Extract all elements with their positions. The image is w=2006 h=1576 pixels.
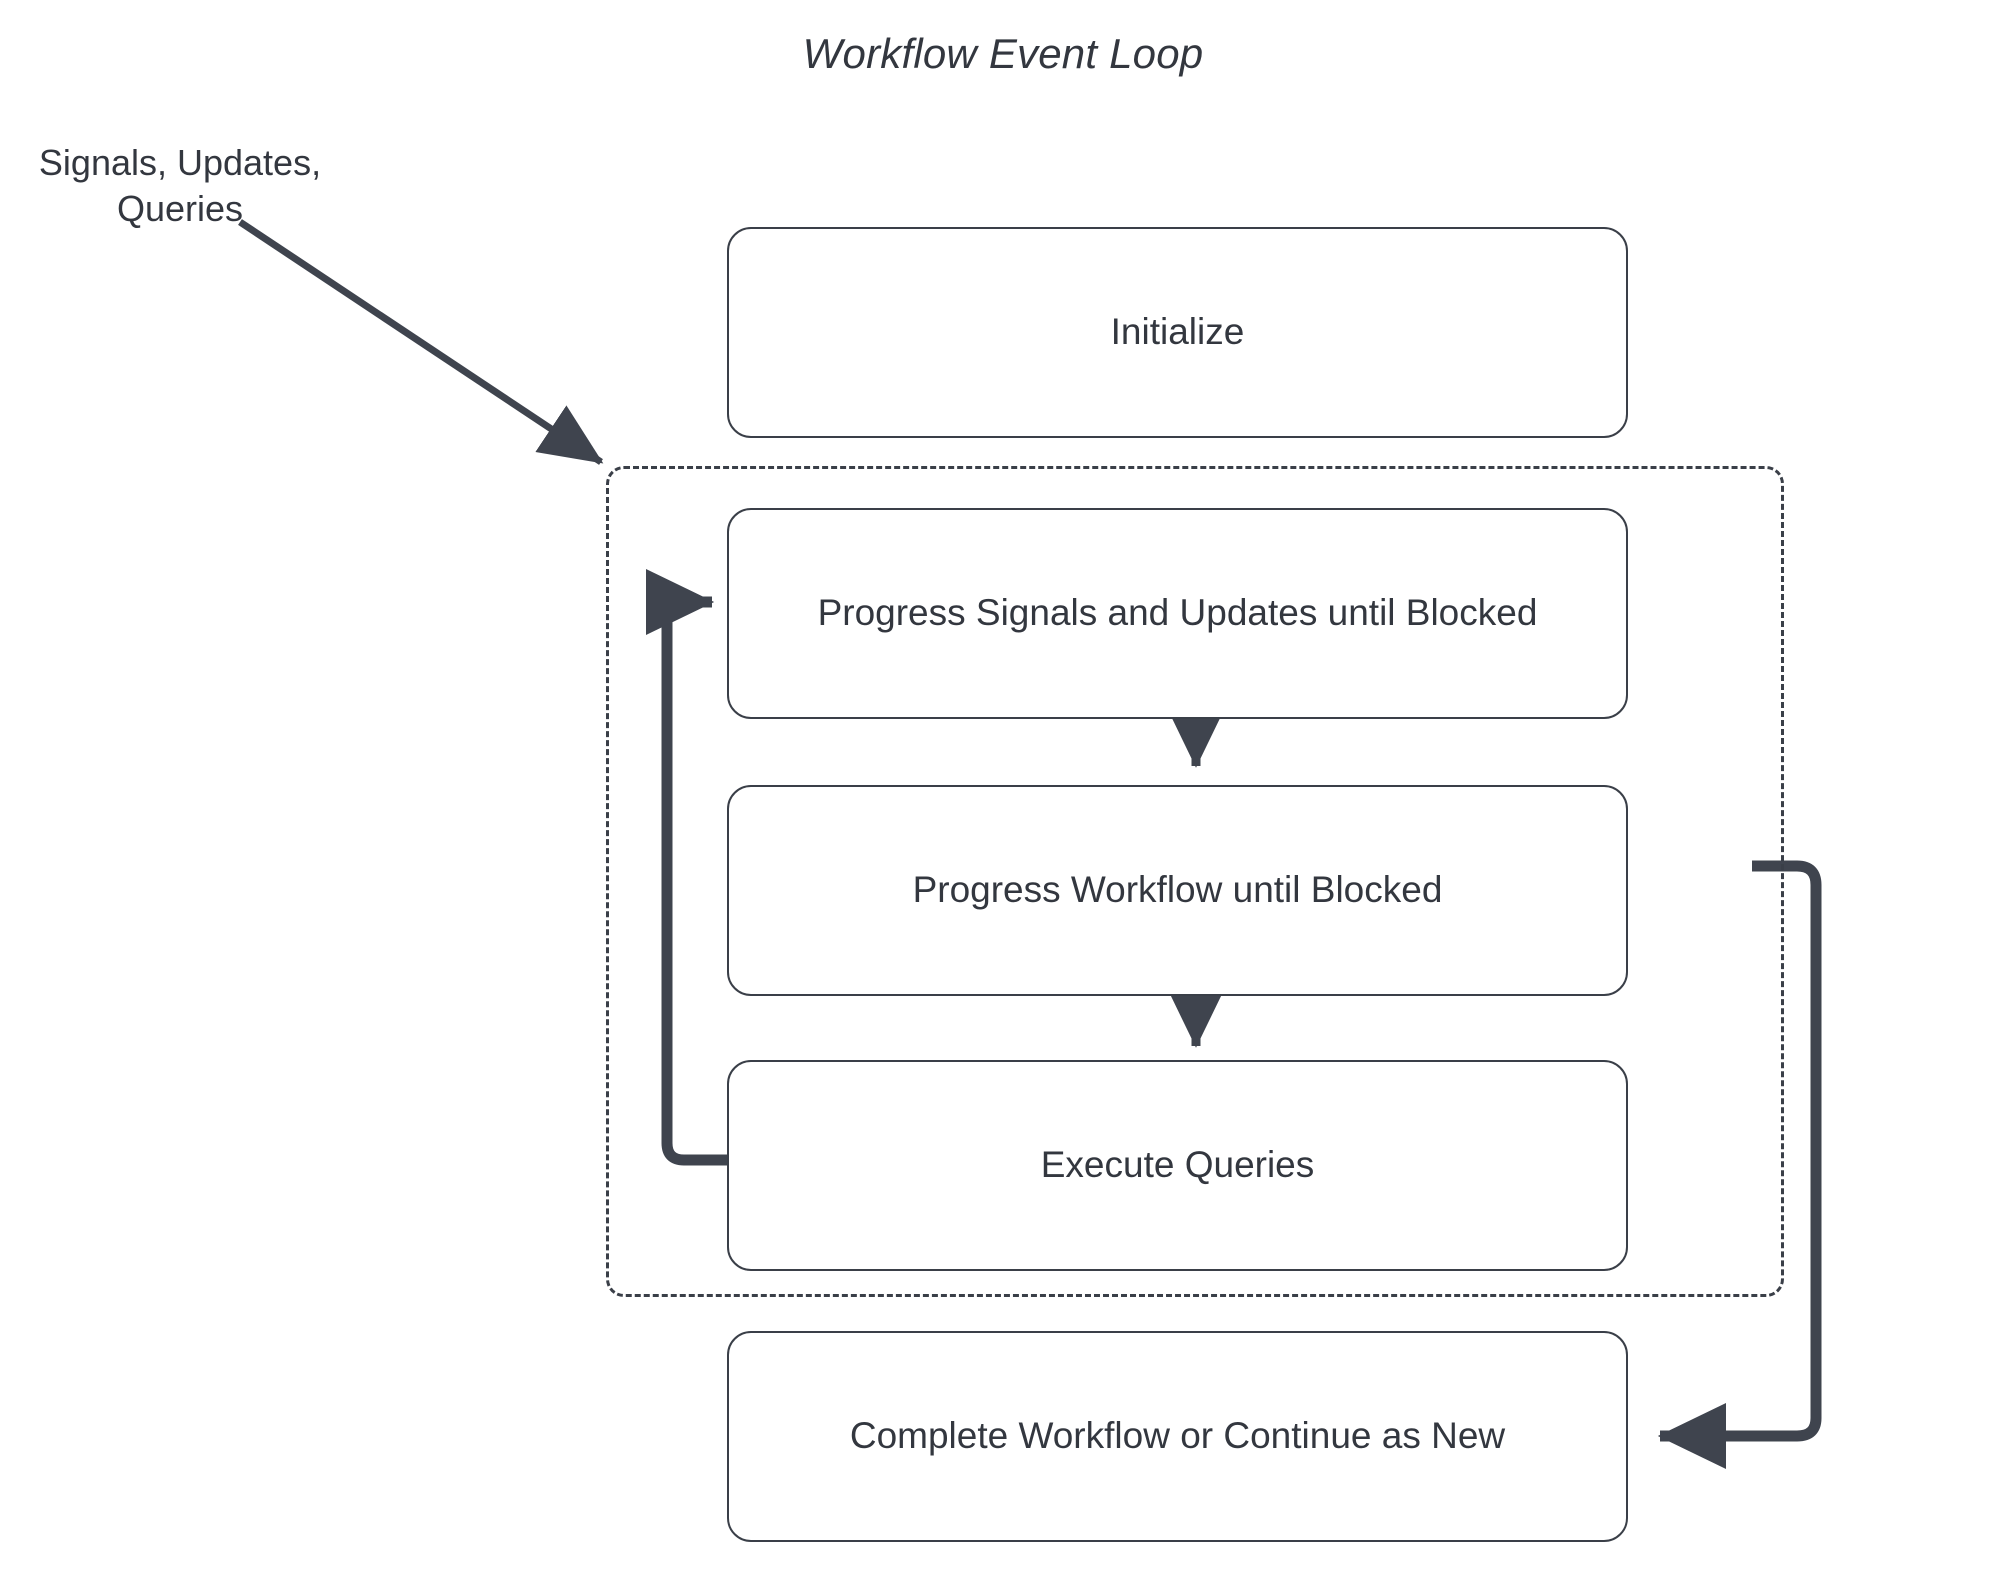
node-complete-workflow-label: Complete Workflow or Continue as New — [849, 1415, 1506, 1457]
external-input-label: Signals, Updates, Queries — [38, 142, 322, 229]
node-progress-workflow-label: Progress Workflow until Blocked — [912, 869, 1443, 911]
node-progress-workflow[interactable]: Progress Workflow until Blocked — [727, 785, 1628, 996]
node-complete-workflow[interactable]: Complete Workflow or Continue as New — [727, 1331, 1628, 1542]
node-progress-signals-updates[interactable]: Progress Signals and Updates until Block… — [727, 508, 1628, 719]
edge-external-to-loop — [238, 219, 604, 465]
node-progress-signals-updates-label: Progress Signals and Updates until Block… — [817, 592, 1538, 634]
node-initialize-label: Initialize — [1110, 311, 1245, 353]
node-execute-queries-label: Execute Queries — [1040, 1144, 1315, 1186]
page-title: Workflow Event Loop — [802, 30, 1204, 77]
node-execute-queries[interactable]: Execute Queries — [727, 1060, 1628, 1271]
node-initialize[interactable]: Initialize — [727, 227, 1628, 438]
